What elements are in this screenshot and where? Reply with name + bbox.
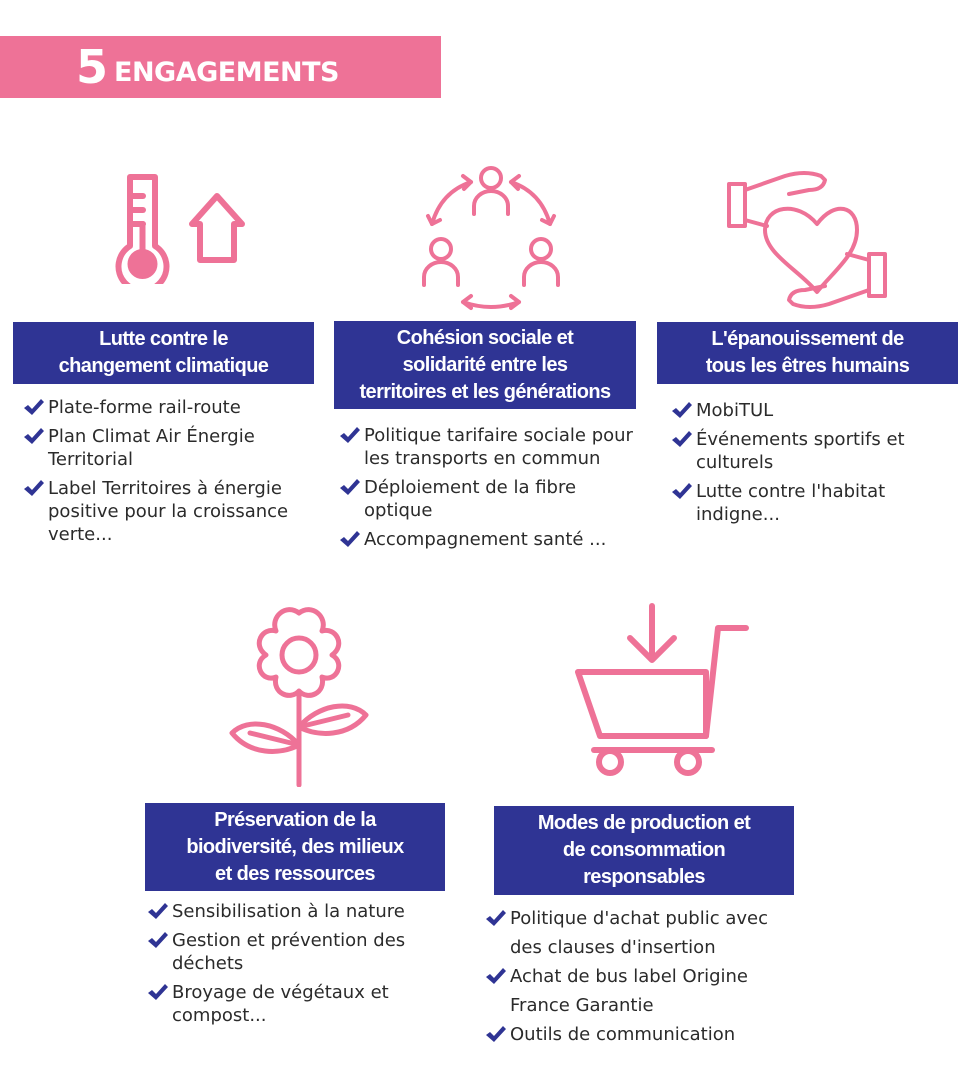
list-item: Politique tarifaire sociale pour les tra… (340, 424, 640, 470)
checkmark-icon (672, 431, 692, 447)
engagement-list-4: Sensibilisation à la nature Gestion et p… (148, 900, 448, 1033)
engagement-title-2: Cohésion sociale et solidarité entre les… (334, 321, 636, 409)
title-number: 5 (76, 40, 109, 94)
checkmark-icon (340, 531, 360, 547)
thermometer-rising-icon (115, 174, 245, 284)
checkmark-icon (486, 910, 506, 926)
list-item: Politique d'achat public avec des clause… (486, 904, 796, 962)
list-item: Achat de bus label Origine France Garant… (486, 962, 796, 1020)
list-item: Accompagnement santé ... (340, 528, 640, 551)
flower-icon (229, 607, 369, 787)
checkmark-icon (340, 427, 360, 443)
engagement-list-1: Plate-forme rail-route Plan Climat Air É… (24, 396, 324, 552)
list-item: MobiTUL (672, 399, 952, 422)
checkmark-icon (148, 932, 168, 948)
hands-heart-icon (727, 171, 887, 309)
title-banner: 5 ENGAGEMENTS (0, 36, 441, 98)
checkmark-icon (24, 428, 44, 444)
engagement-list-5: Politique d'achat public avec des clause… (486, 904, 796, 1049)
engagement-list-3: MobiTUL Événements sportifs et culturels… (672, 399, 952, 532)
list-item: Plan Climat Air Énergie Territorial (24, 425, 324, 471)
engagement-title-1: Lutte contre le changement climatique (13, 322, 314, 384)
list-item: Événements sportifs et culturels (672, 428, 952, 474)
checkmark-icon (148, 903, 168, 919)
shopping-cart-icon (575, 603, 749, 776)
list-item: Plate-forme rail-route (24, 396, 324, 419)
list-item: Sensibilisation à la nature (148, 900, 448, 923)
list-item: Outils de communication (486, 1020, 796, 1049)
checkmark-icon (340, 479, 360, 495)
engagement-list-2: Politique tarifaire sociale pour les tra… (340, 424, 640, 557)
checkmark-icon (486, 1026, 506, 1042)
engagement-title-4: Préservation de la biodiversité, des mil… (145, 803, 445, 891)
engagement-title-5: Modes de production et de consommation r… (494, 806, 794, 895)
checkmark-icon (672, 483, 692, 499)
checkmark-icon (24, 480, 44, 496)
checkmark-icon (24, 399, 44, 415)
list-item: Gestion et prévention des déchets (148, 929, 448, 975)
checkmark-icon (672, 402, 692, 418)
checkmark-icon (486, 968, 506, 984)
list-item: Label Territoires à énergie positive pou… (24, 477, 324, 546)
people-circle-icon (422, 166, 560, 310)
list-item: Déploiement de la fibre optique (340, 476, 640, 522)
title-text: ENGAGEMENTS (114, 56, 339, 88)
list-item: Broyage de végétaux et compost... (148, 981, 448, 1027)
list-item: Lutte contre l'habitat indigne... (672, 480, 952, 526)
checkmark-icon (148, 984, 168, 1000)
engagement-title-3: L'épanouissement de tous les êtres humai… (657, 322, 958, 384)
